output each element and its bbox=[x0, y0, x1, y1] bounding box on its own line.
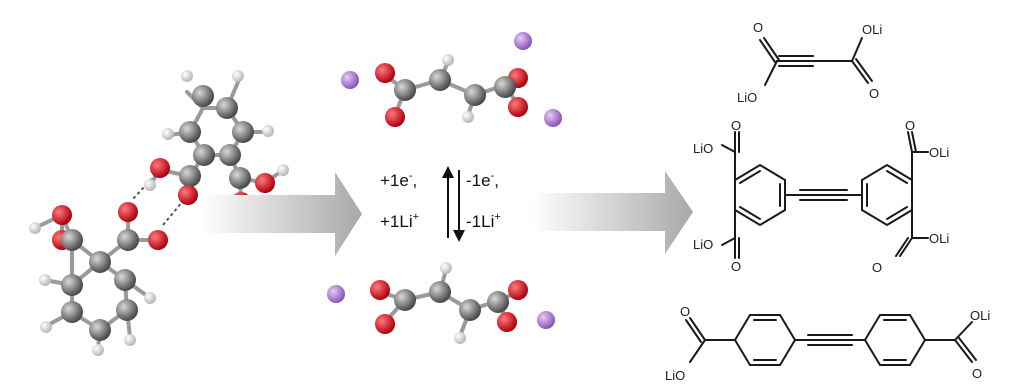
oxygen-label: O bbox=[731, 118, 741, 133]
oli-group-label: OLi bbox=[970, 308, 990, 323]
forward-electron-label: +1e-, bbox=[380, 170, 417, 190]
gradient-arrow-icon bbox=[532, 171, 693, 254]
lio-group-label: O bbox=[872, 260, 882, 275]
phthalic-acid-dimer bbox=[29, 70, 289, 356]
fumarate-top bbox=[341, 32, 562, 127]
gradient-arrow-icon bbox=[200, 172, 362, 256]
oxygen-label: O bbox=[905, 118, 915, 133]
tetracarboxylate-structure: O LiO O OLi LiO O OLi O bbox=[693, 118, 949, 275]
acetylene-dicarboxylate-structure: O OLi LiO O bbox=[737, 20, 882, 105]
oxygen-label: O bbox=[869, 86, 879, 101]
lio-group-label: LiO bbox=[665, 368, 685, 383]
reaction-conditions: +1e-, +1Li+ -1e-, -1Li+ bbox=[380, 166, 501, 242]
lio-group-label: LiO bbox=[693, 237, 713, 252]
oli-group-label: OLi bbox=[862, 22, 882, 37]
reverse-electron-label: -1e-, bbox=[466, 170, 499, 190]
arrow-up-icon bbox=[442, 166, 454, 238]
lio-group-label: LiO bbox=[737, 90, 757, 105]
oli-group-label: OLi bbox=[929, 145, 949, 160]
oxygen-label: O bbox=[753, 20, 763, 35]
dicarboxylate-structure: O LiO OLi O bbox=[665, 304, 990, 383]
oxygen-label: O bbox=[972, 366, 982, 381]
forward-lithium-label: +1Li+ bbox=[380, 211, 419, 231]
oli-group-label: OLi bbox=[929, 231, 949, 246]
reverse-lithium-label: -1Li+ bbox=[466, 211, 501, 231]
oxygen-label: O bbox=[731, 259, 741, 274]
fumarate-bottom bbox=[327, 262, 555, 344]
oxygen-label: O bbox=[680, 304, 690, 319]
lio-group-label: LiO bbox=[693, 141, 713, 156]
arrow-down-icon bbox=[453, 170, 465, 242]
